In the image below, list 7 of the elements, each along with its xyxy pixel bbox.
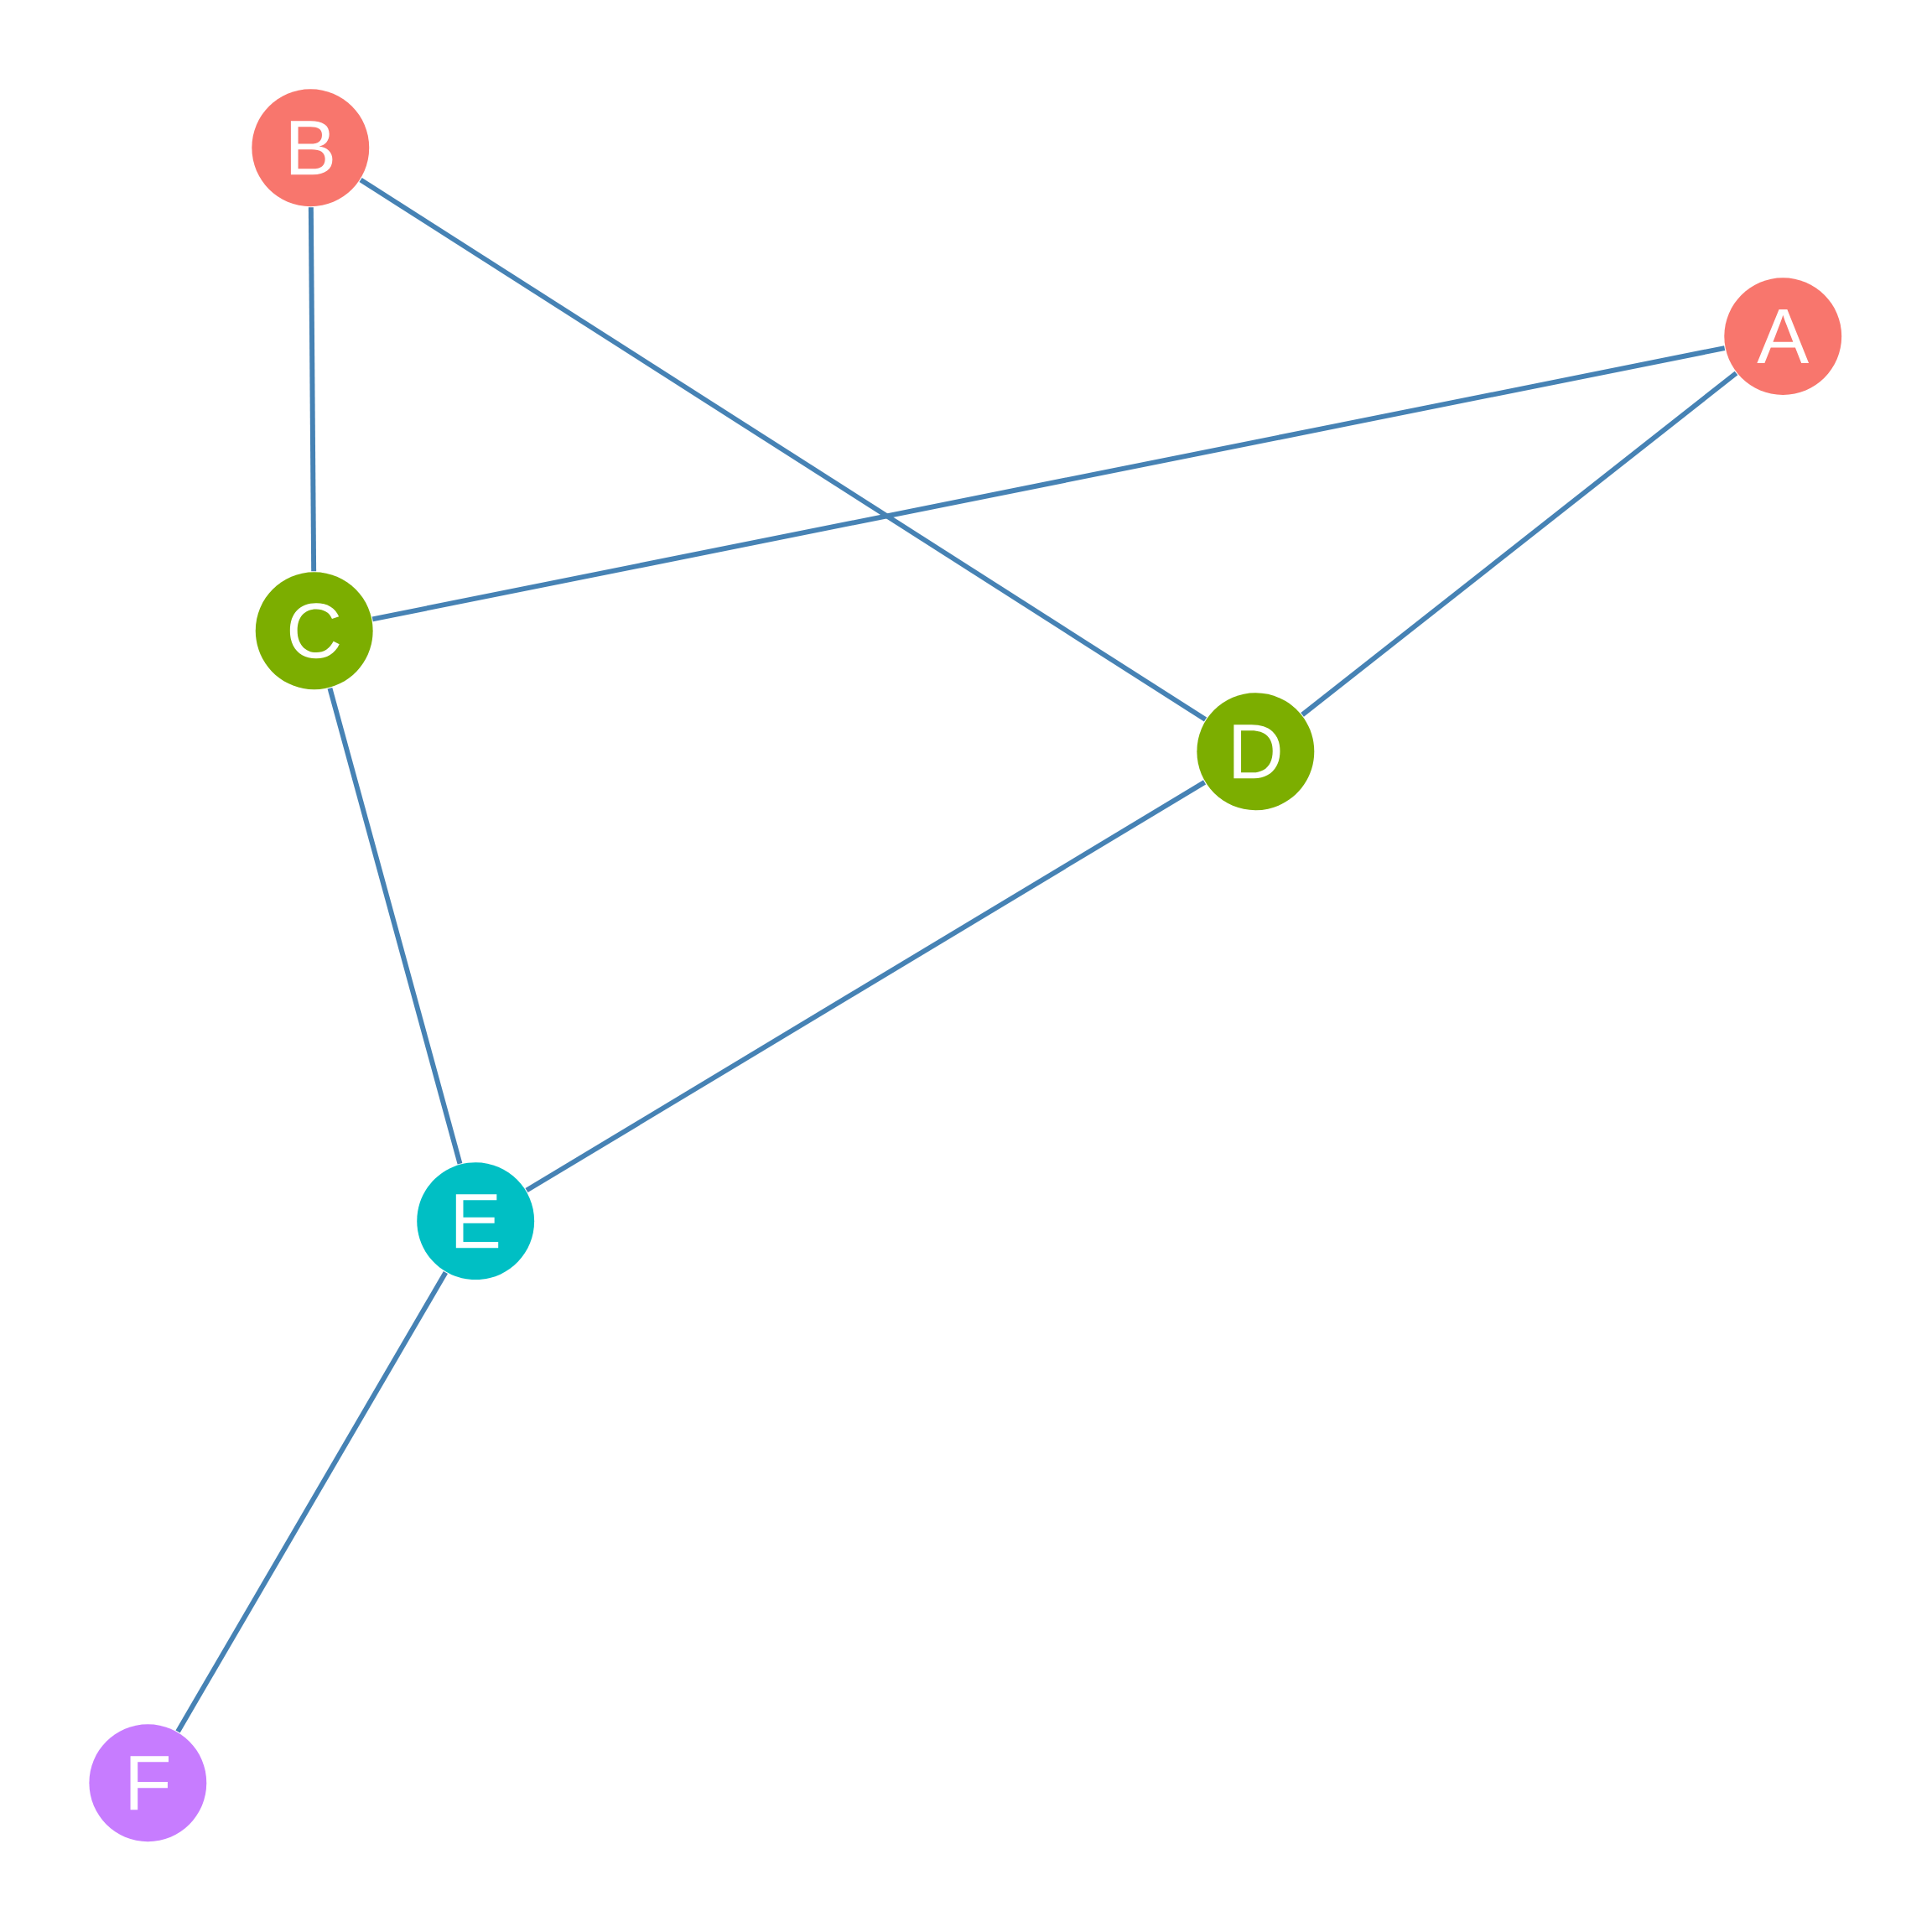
- connector-line: [359, 178, 1208, 722]
- connector-line: [175, 1270, 448, 1733]
- connector-line: [525, 780, 1207, 1193]
- connector-line: [371, 345, 1726, 622]
- connector-line: [308, 207, 317, 572]
- connector-line: [327, 688, 463, 1165]
- connector-line: [1301, 371, 1738, 717]
